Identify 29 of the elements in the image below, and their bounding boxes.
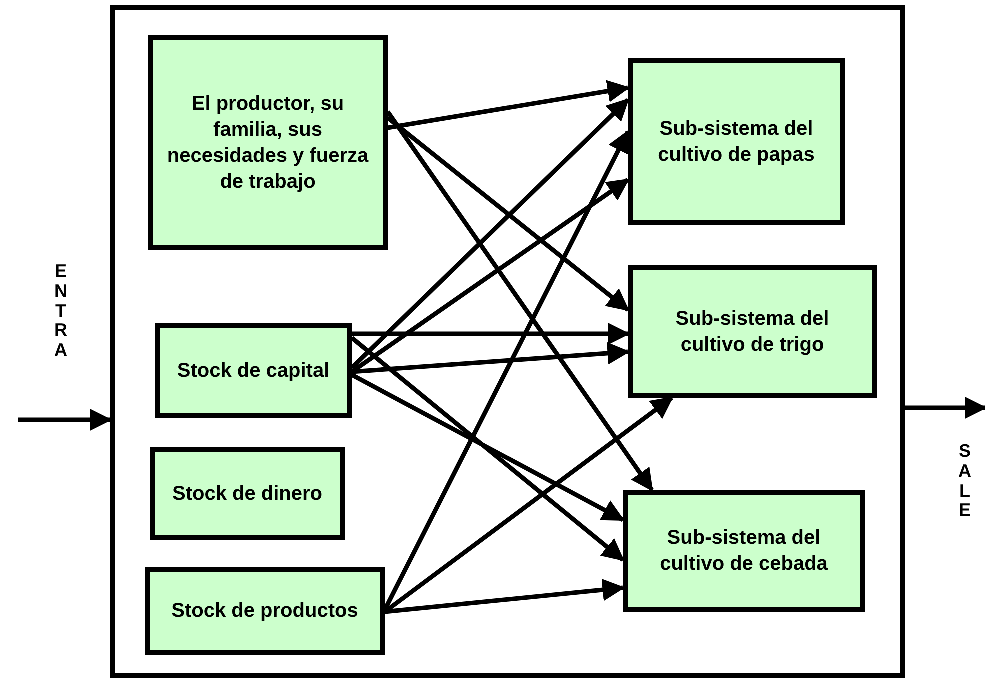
arrow <box>352 342 630 374</box>
arrow <box>388 80 630 130</box>
node-text: Stock de capital <box>177 358 330 384</box>
arrow <box>384 578 626 614</box>
node-text: Sub-sistema del cultivo de cebada <box>659 526 829 577</box>
arrow <box>350 98 630 370</box>
arrow <box>350 373 625 522</box>
node-text: El productor, su familia, sus necesidades y fuerza de trabajo <box>166 92 370 194</box>
arrow <box>386 110 654 492</box>
component-box <box>628 58 845 225</box>
flow-label: ENTRA <box>54 262 68 361</box>
flow-label: SALE <box>958 442 972 522</box>
component-box <box>155 323 352 418</box>
component-box <box>628 265 877 398</box>
arrow <box>18 408 112 432</box>
component-box <box>148 35 388 250</box>
arrow <box>386 116 630 312</box>
arrow <box>905 396 985 420</box>
node-text: Sub-sistema del cultivo de papas <box>657 116 816 168</box>
node-text: Stock de dinero <box>172 482 323 506</box>
node-text: Sub-sistema del cultivo de trigo <box>674 306 830 358</box>
system-box <box>110 5 905 678</box>
arrow <box>352 322 630 346</box>
component-box <box>623 490 865 612</box>
arrow <box>383 130 630 612</box>
component-box <box>150 447 345 540</box>
component-box <box>145 567 385 655</box>
node-text: Stock de productos <box>172 599 358 624</box>
arrow <box>350 336 625 562</box>
